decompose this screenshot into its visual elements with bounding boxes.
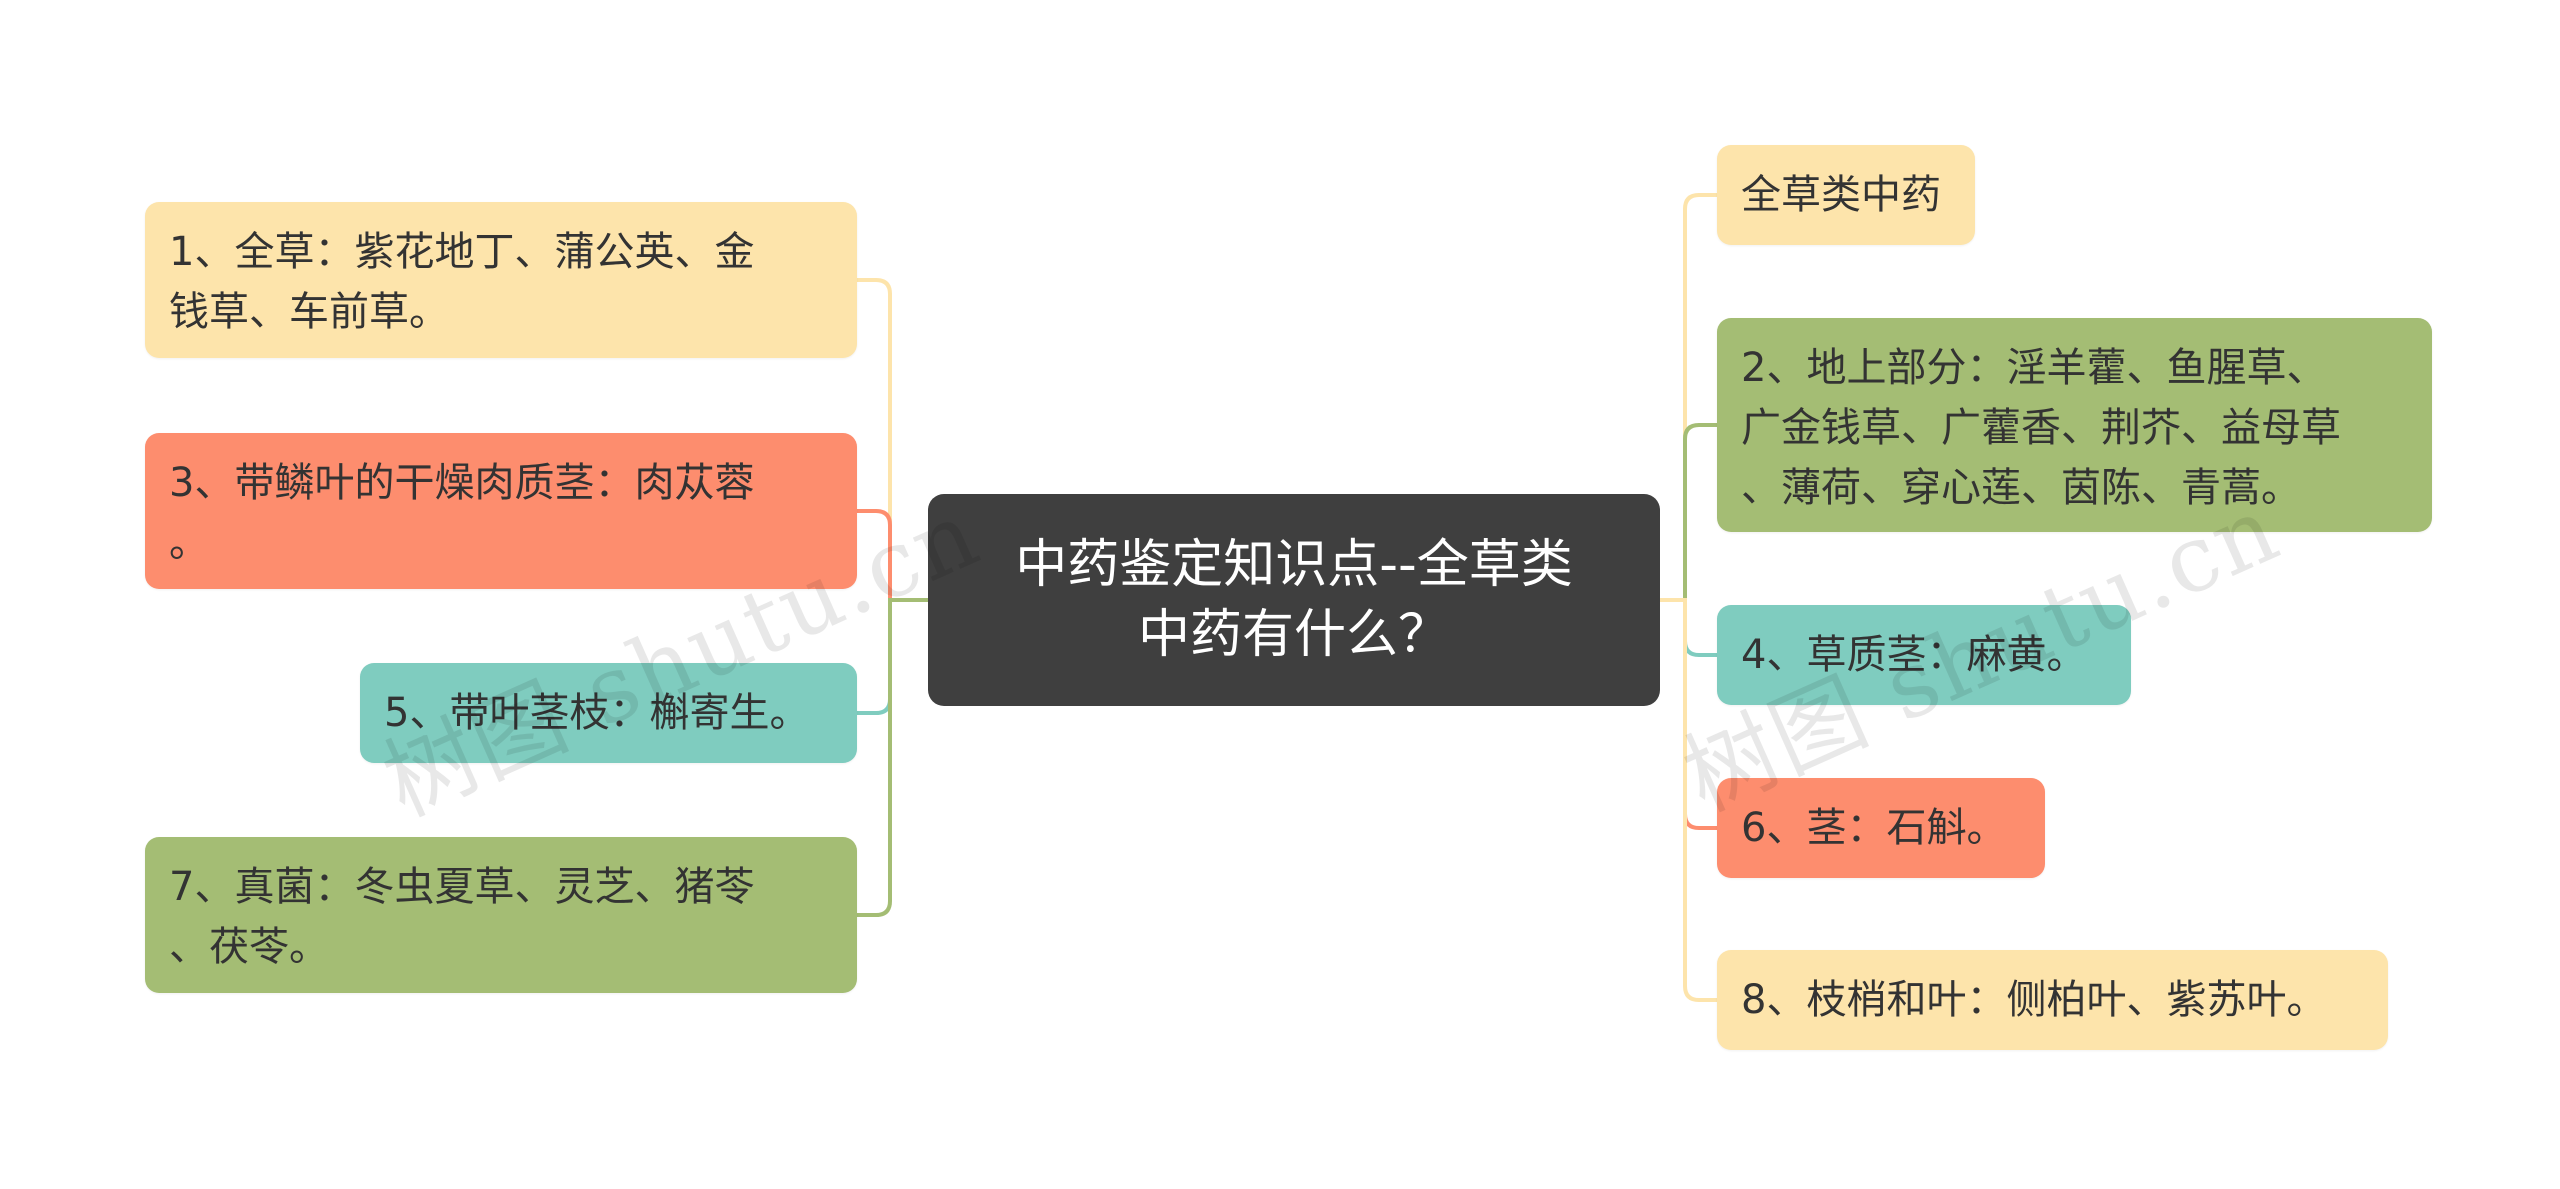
connector-right-1 bbox=[1658, 193, 1719, 602]
connector-right-5 bbox=[1658, 598, 1719, 1002]
left-topic-5-label: 5、带叶茎枝：槲寄生。 bbox=[384, 690, 810, 736]
right-topic-quancaolei-label: 全草类中药 bbox=[1741, 172, 1941, 218]
right-topic-8-label: 8、枝梢和叶：侧柏叶、紫苏叶。 bbox=[1741, 977, 2327, 1023]
right-topic-2[interactable]: 2、地上部分：淫羊藿、鱼腥草、 广金钱草、广藿香、荆芥、益母草 、薄荷、穿心莲、… bbox=[1717, 318, 2432, 532]
connector-right-2 bbox=[1658, 423, 1719, 602]
central-topic[interactable]: 中药鉴定知识点--全草类 中药有什么？ bbox=[928, 494, 1660, 706]
right-topic-4-label: 4、草质茎：麻黄。 bbox=[1741, 632, 2087, 678]
connector-left-4 bbox=[855, 598, 930, 917]
right-topic-6-label: 6、茎：石斛。 bbox=[1741, 805, 2007, 851]
left-topic-7[interactable]: 7、真菌：冬虫夏草、灵芝、猪苓 、茯苓。 bbox=[145, 837, 857, 993]
right-topic-quancaolei[interactable]: 全草类中药 bbox=[1717, 145, 1975, 245]
central-topic-label: 中药鉴定知识点--全草类 中药有什么？ bbox=[1015, 535, 1573, 665]
right-topic-8[interactable]: 8、枝梢和叶：侧柏叶、紫苏叶。 bbox=[1717, 950, 2388, 1050]
connector-left-2 bbox=[855, 509, 930, 602]
connector-left-1 bbox=[855, 278, 930, 602]
left-topic-7-label: 7、真菌：冬虫夏草、灵芝、猪苓 、茯苓。 bbox=[169, 864, 755, 970]
left-topic-3[interactable]: 3、带鳞叶的干燥肉质茎：肉苁蓉 。 bbox=[145, 433, 857, 589]
left-topic-5[interactable]: 5、带叶茎枝：槲寄生。 bbox=[360, 663, 857, 763]
left-topic-1-label: 1、全草：紫花地丁、蒲公英、金 钱草、车前草。 bbox=[169, 229, 755, 335]
left-topic-1[interactable]: 1、全草：紫花地丁、蒲公英、金 钱草、车前草。 bbox=[145, 202, 857, 358]
left-topic-3-label: 3、带鳞叶的干燥肉质茎：肉苁蓉 。 bbox=[169, 460, 755, 566]
right-topic-2-label: 2、地上部分：淫羊藿、鱼腥草、 广金钱草、广藿香、荆芥、益母草 、薄荷、穿心莲、… bbox=[1741, 345, 2341, 511]
right-topic-4[interactable]: 4、草质茎：麻黄。 bbox=[1717, 605, 2131, 705]
right-topic-6[interactable]: 6、茎：石斛。 bbox=[1717, 778, 2045, 878]
